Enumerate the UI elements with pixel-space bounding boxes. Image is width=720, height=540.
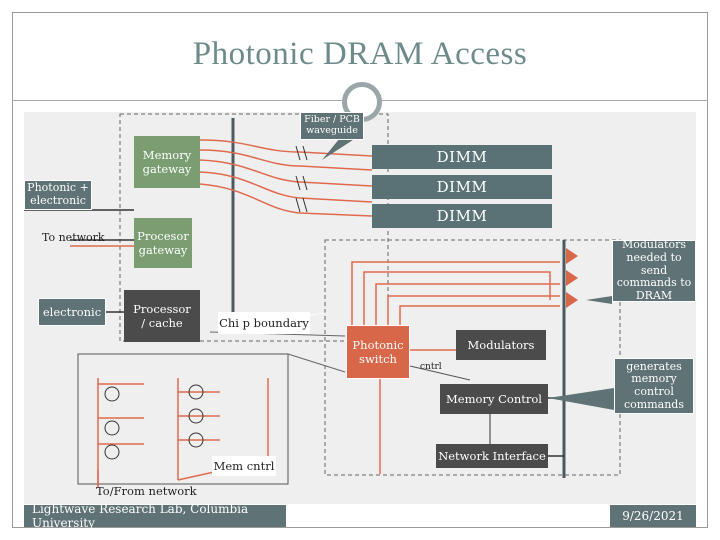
slide-frame xyxy=(12,12,708,528)
memory-control-box: Memory Control xyxy=(440,384,548,414)
ring-resonator-3 xyxy=(104,444,120,460)
modulators-box: Modulators xyxy=(456,330,546,360)
generates-note-pointer xyxy=(548,388,614,410)
loop-3 xyxy=(375,283,560,325)
ring-resonator-5 xyxy=(188,408,204,424)
generates-note-label: generates memory control commands xyxy=(624,359,684,411)
cntrl-label: cntrl xyxy=(420,362,442,372)
electronic-label: electronic xyxy=(42,304,102,319)
footer-right-bar: 9/26/2021 xyxy=(610,505,696,527)
modulators-note-callout: Modulators needed to send commands to DR… xyxy=(612,238,696,302)
footer-affiliation: Lightwave Research Lab, Columbia Univers… xyxy=(32,502,249,530)
to-from-network-label: To/From network xyxy=(96,484,197,498)
slide-title: Photonic DRAM Access xyxy=(192,36,528,72)
memory-gateway-label: Memory gateway xyxy=(142,147,192,176)
processor-gateway-label: Procesor gateway xyxy=(137,228,189,257)
footer-date: 9/26/2021 xyxy=(622,509,684,523)
ring-resonator-1 xyxy=(104,386,120,402)
loop-4 xyxy=(387,295,560,325)
processor-gateway-box: Procesor gateway xyxy=(134,218,192,268)
network-interface-label: Network Interface xyxy=(438,448,546,463)
photonic-switch-label: Photonic switch xyxy=(352,337,404,366)
ring-resonator-4 xyxy=(188,384,204,400)
dimm-3-label: DIMM xyxy=(436,206,488,225)
mem-cntrl-callout: Mem cntrl xyxy=(212,456,276,476)
fiber-callout-pointer xyxy=(322,138,356,160)
modulators-label: Modulators xyxy=(467,337,535,352)
dimm-1-label: DIMM xyxy=(436,147,488,166)
waveguide-1 xyxy=(199,139,373,157)
processor-cache-box: Processor / cache xyxy=(124,290,200,342)
footer-left-bar: Lightwave Research Lab, Columbia Univers… xyxy=(24,502,286,530)
cntrl-arrow xyxy=(409,365,471,381)
modulator-triangle-3 xyxy=(566,292,578,308)
modulators-note-label: Modulators needed to send commands to DR… xyxy=(616,238,692,302)
zoom-inset-box xyxy=(77,353,289,485)
chip-boundary-label: Chi p boundary xyxy=(219,315,309,330)
waveguide-3 xyxy=(199,159,373,187)
loop-5 xyxy=(399,305,560,325)
dimm-2-label: DIMM xyxy=(436,177,488,196)
dimm-3: DIMM xyxy=(372,204,552,228)
chip-boundary-outline xyxy=(324,239,621,476)
fiber-waveguide-callout: Fiber / PCB waveguide xyxy=(300,112,364,140)
photonic-switch-box: Photonic switch xyxy=(346,325,410,379)
mem-cntrl-label: Mem cntrl xyxy=(213,458,275,473)
memory-gateway-box: Memory gateway xyxy=(134,136,200,188)
processor-cache-label: Processor / cache xyxy=(133,301,191,330)
waveguide-2 xyxy=(199,149,373,171)
modulator-triangle-2 xyxy=(566,270,578,286)
waveguide-5 xyxy=(199,183,373,217)
generates-note-callout: generates memory control commands xyxy=(614,358,694,414)
title-rule-left xyxy=(12,100,342,101)
zoom-line-bottom xyxy=(287,353,346,373)
network-interface-box: Network Interface xyxy=(436,444,548,468)
ring-resonator-6 xyxy=(188,432,204,448)
title-rule-right xyxy=(382,100,708,101)
photonic-electronic-label: Photonic + electronic xyxy=(27,181,89,207)
modulator-triangle-1 xyxy=(566,248,578,264)
dimm-2: DIMM xyxy=(372,175,552,199)
photonic-electronic-callout: Photonic + electronic xyxy=(24,180,92,210)
to-network-label: To network xyxy=(42,231,105,244)
memory-control-label: Memory Control xyxy=(446,391,542,406)
ring-resonator-2 xyxy=(104,420,120,436)
waveguide-4 xyxy=(199,171,373,203)
dimm-1: DIMM xyxy=(372,145,552,169)
electronic-callout: electronic xyxy=(38,298,106,326)
chip-boundary-callout: Chi p boundary xyxy=(218,312,310,334)
fiber-waveguide-label: Fiber / PCB waveguide xyxy=(304,114,360,136)
modulators-note-pointer xyxy=(586,296,612,304)
loop-2 xyxy=(363,271,551,325)
loop-1 xyxy=(351,261,560,325)
